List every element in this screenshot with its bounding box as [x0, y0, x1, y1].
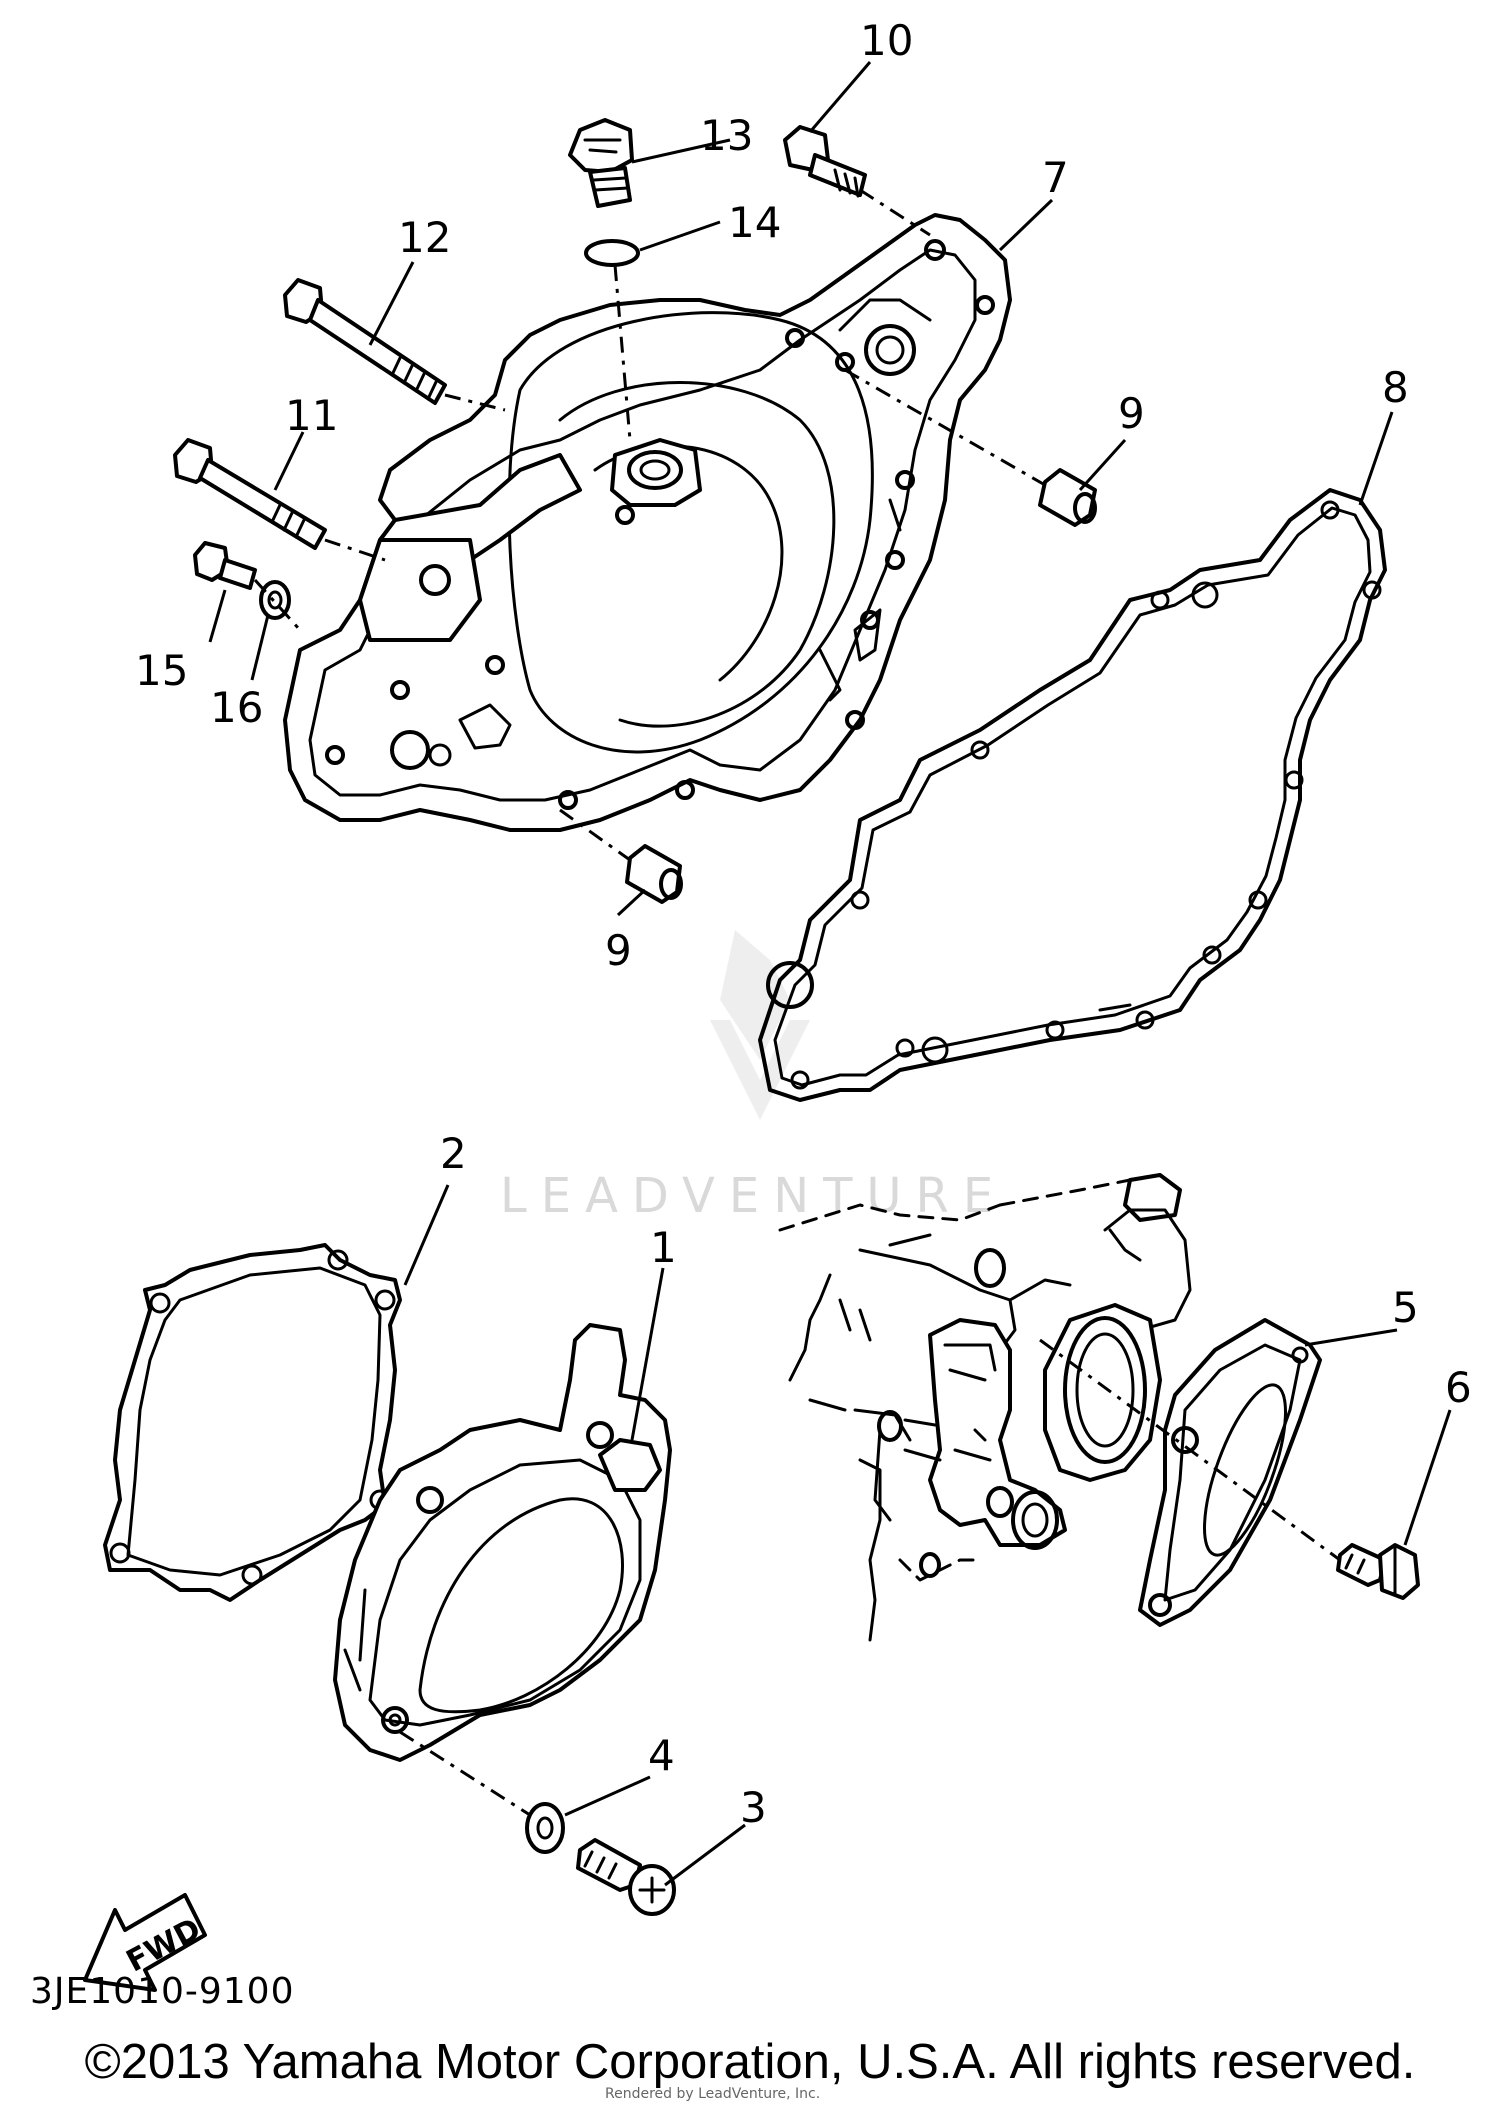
callout-4: 4 [648, 1731, 675, 1780]
callout-1: 1 [650, 1223, 677, 1272]
callout-14: 14 [728, 198, 781, 247]
assembly-line-6 [1039, 1338, 1341, 1562]
assembly-line-9-lower [559, 808, 631, 862]
assembly-line-9-upper [844, 368, 1046, 487]
callout-8: 8 [1382, 363, 1409, 412]
washer-4 [525, 1802, 565, 1854]
callout-7: 7 [1042, 153, 1069, 202]
callout-3: 3 [740, 1783, 767, 1832]
dowel-pin-9-lower [625, 844, 683, 904]
crankcase-cover-7 [283, 213, 1012, 832]
gasket-2 [103, 1243, 402, 1602]
long-bolt-11 [173, 438, 327, 550]
bolt-10 [783, 125, 867, 198]
callout-2: 2 [440, 1129, 467, 1178]
small-bolt-15 [193, 541, 257, 590]
callout-16: 16 [210, 683, 263, 732]
screw-3 [576, 1838, 676, 1916]
crankcase-section [778, 1173, 1192, 1642]
callout-13: 13 [700, 111, 753, 160]
callout-9-upper: 9 [1118, 389, 1145, 438]
o-ring-14 [584, 239, 640, 267]
dowel-pin-9-upper [1038, 468, 1097, 527]
callout-6: 6 [1445, 1363, 1472, 1412]
watermark-text: LEADVENTURE [500, 1168, 1007, 1224]
oil-filler-plug-13 [568, 118, 634, 208]
assembly-line-15 [253, 578, 302, 632]
callout-12: 12 [398, 213, 451, 262]
copyright-notice: ©2013 Yamaha Motor Corporation, U.S.A. A… [84, 2035, 1416, 2089]
assembly-line-12 [444, 393, 506, 412]
callout-15: 15 [135, 646, 188, 695]
assembly-line-10 [859, 188, 931, 237]
cover-5 [1138, 1318, 1322, 1627]
callout-9-lower: 9 [605, 926, 632, 975]
assembly-line-13 [613, 264, 632, 441]
callout-5: 5 [1392, 1283, 1419, 1332]
diagram-code: 3JE1010-9100 [30, 1971, 295, 2012]
callout-11: 11 [285, 391, 338, 440]
bolt-6 [1336, 1543, 1420, 1600]
assembly-line-11 [324, 538, 386, 562]
watermark-logo [710, 930, 810, 1120]
gasket-8 [758, 488, 1387, 1102]
watermark-small: Rendered by LeadVenture, Inc. [605, 2086, 820, 2102]
leader-lines [208, 61, 1452, 1887]
long-bolt-12 [283, 278, 447, 405]
callout-10: 10 [860, 16, 913, 65]
stator-cover-1 [333, 1323, 672, 1762]
assembly-line-3 [399, 1730, 531, 1817]
